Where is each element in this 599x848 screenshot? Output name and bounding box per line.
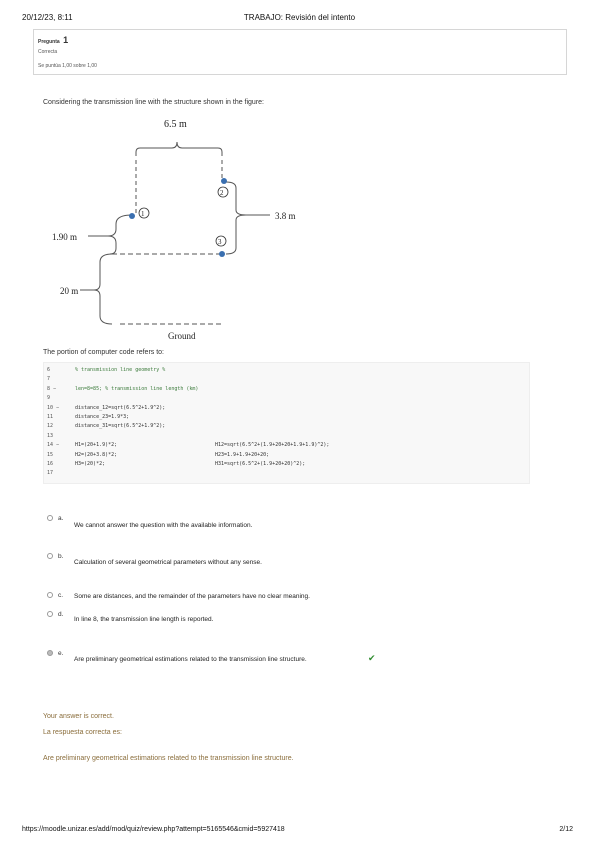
option-letter: d. bbox=[58, 611, 64, 618]
code-line-number: 13 bbox=[47, 432, 54, 439]
label-circle-1 bbox=[138, 207, 150, 219]
radio-button[interactable] bbox=[47, 515, 53, 521]
question-state: Correcta bbox=[38, 49, 58, 55]
option-text: Some are distances, and the remainder of… bbox=[74, 593, 310, 600]
code-line-text: distance_12=sqrt(6.5^2+1.9^2); bbox=[75, 404, 166, 411]
feedback-correct-label: La respuesta correcta es: bbox=[43, 729, 122, 736]
option-text: We cannot answer the question with the a… bbox=[74, 522, 253, 529]
label-circle-3 bbox=[215, 235, 227, 247]
conductor-3 bbox=[219, 251, 225, 257]
footer-url: https://moodle.unizar.es/add/mod/quiz/re… bbox=[22, 826, 285, 833]
question-label-text: Pregunta bbox=[38, 39, 60, 45]
code-line: 9 bbox=[47, 394, 75, 402]
code-line-number: 8 − bbox=[47, 385, 57, 392]
label-circle-2 bbox=[217, 186, 229, 198]
code-line-number: 14 − bbox=[47, 442, 60, 449]
code-line-number: 11 bbox=[47, 414, 54, 420]
code-line: 17 bbox=[47, 469, 75, 477]
code-line-number: 15 bbox=[47, 451, 54, 458]
transmission-line-figure: 6.5 m 3.8 m 1.90 m 20 m 1 2 3 Ground bbox=[52, 119, 296, 341]
question-intro: Considering the transmission line with t… bbox=[43, 99, 264, 106]
right-brace bbox=[225, 181, 247, 255]
top-brace bbox=[135, 141, 223, 156]
code-line-text-right: H12=sqrt(6.5^2+(1.9+20+20+1.9+1.9)^2); bbox=[215, 442, 330, 449]
question-grade: Se puntúa 1,00 sobre 1,00 bbox=[38, 63, 97, 69]
option-letter: c. bbox=[58, 592, 64, 599]
code-line: 15 H2=(20+3.8)*2; H23=1.9+1.9+20+20; bbox=[47, 451, 269, 459]
option-text: Are preliminary geometrical estimations … bbox=[74, 656, 307, 663]
option-letter: e. bbox=[58, 650, 64, 657]
code-line-text: H2=(20+3.8)*2; bbox=[75, 451, 118, 458]
code-line: 10 − distance_12=sqrt(6.5^2+1.9^2); bbox=[47, 404, 165, 412]
left-height-label: 1.90 m bbox=[52, 232, 77, 242]
option-letter: b. bbox=[58, 553, 64, 560]
question-label: Pregunta 1 bbox=[38, 35, 68, 45]
feedback-result: Your answer is correct. bbox=[43, 713, 114, 720]
radio-button[interactable] bbox=[47, 650, 53, 656]
code-line-text: H3=(20)*2; bbox=[75, 461, 106, 467]
code-line-number: 7 bbox=[47, 376, 51, 383]
correct-check-icon: ✔ bbox=[368, 653, 376, 663]
left-brace bbox=[107, 214, 133, 255]
code-line: 7 bbox=[47, 375, 75, 383]
top-width-label: 6.5 m bbox=[164, 119, 187, 130]
lower-brace bbox=[93, 253, 113, 325]
code-intro: The portion of computer code refers to: bbox=[43, 349, 165, 356]
question-info-box: Pregunta 1 Correcta Se puntúa 1,00 sobre… bbox=[33, 29, 567, 75]
code-line: 11 distance_23=1.9*3; bbox=[47, 413, 129, 421]
code-line-text-right: H23=1.9+1.9+20+20; bbox=[215, 451, 270, 458]
radio-button[interactable] bbox=[47, 553, 53, 559]
code-line-number: 6 bbox=[47, 367, 51, 373]
conductor-label-3: 3 bbox=[218, 238, 222, 246]
code-line-text: H1=(20+1.9)*2; bbox=[75, 442, 118, 449]
code-line: 14 − H1=(20+1.9)*2; H12=sqrt(6.5^2+(1.9+20… bbox=[47, 441, 329, 449]
code-line-text: distance_23=1.9*3; bbox=[75, 414, 130, 420]
conductor-1 bbox=[129, 213, 135, 219]
code-line-text-right: H31=sqrt(6.5^2+(1.9+20+20)^2); bbox=[215, 461, 306, 467]
radio-button[interactable] bbox=[47, 592, 53, 598]
code-line-number: 16 bbox=[47, 461, 54, 467]
code-line-text: len=8=85; % transmission line length (km… bbox=[75, 385, 199, 392]
footer-page-number: 2/12 bbox=[559, 826, 573, 833]
code-block: 6 % transmission line geometry % 7 8 − len=8… bbox=[43, 362, 530, 484]
code-line-text: distance_31=sqrt(6.5^2+1.9^2); bbox=[75, 423, 166, 430]
conductor-2 bbox=[221, 178, 227, 184]
code-line-number: 12 bbox=[47, 423, 54, 430]
code-line: 16 H3=(20)*2; H31=sqrt(6.5^2+(1.9+20+20)^2… bbox=[47, 460, 305, 468]
code-line: 6 % transmission line geometry % bbox=[47, 366, 165, 374]
mid-height-label: 3.8 m bbox=[275, 211, 296, 221]
code-line-number: 9 bbox=[47, 395, 51, 402]
question-number: 1 bbox=[63, 35, 69, 45]
option-text: In line 8, the transmission line length … bbox=[74, 616, 214, 623]
option-letter: a. bbox=[58, 515, 64, 522]
option-text: Calculation of several geometrical param… bbox=[74, 559, 262, 566]
code-line-number: 17 bbox=[47, 470, 54, 477]
conductor-label-2: 2 bbox=[220, 189, 224, 197]
feedback-correct-answer: Are preliminary geometrical estimations … bbox=[43, 755, 294, 762]
code-line-number: 10 − bbox=[47, 404, 60, 411]
ground-label: Ground bbox=[168, 331, 196, 341]
code-line: 13 bbox=[47, 432, 75, 440]
print-title: TRABAJO: Revisión del intento bbox=[243, 13, 356, 22]
code-line: 8 − len=8=85; % transmission line length … bbox=[47, 385, 198, 393]
code-line: 12 distance_31=sqrt(6.5^2+1.9^2); bbox=[47, 422, 165, 430]
radio-button[interactable] bbox=[47, 611, 53, 617]
print-date: 20/12/23, 8:11 bbox=[22, 13, 73, 22]
code-line-text: % transmission line geometry % bbox=[75, 367, 166, 373]
conductor-label-1: 1 bbox=[141, 210, 145, 218]
ground-height-label: 20 m bbox=[60, 286, 78, 296]
